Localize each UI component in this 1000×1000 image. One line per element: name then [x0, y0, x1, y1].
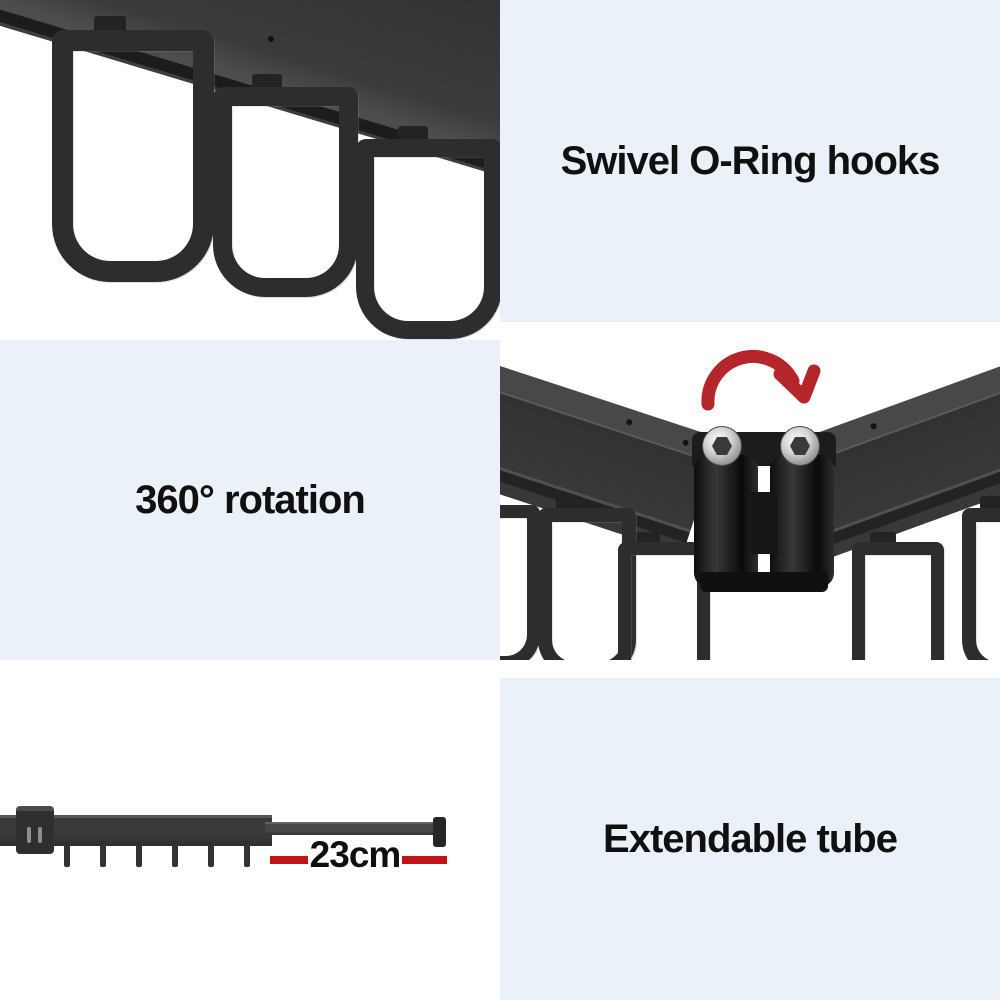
hinge-cylinder-right: [770, 455, 834, 587]
oring-hook: [852, 542, 944, 660]
hinge-base: [700, 572, 828, 592]
rail-screw-hole: [625, 418, 634, 426]
hook-clip: [398, 126, 428, 142]
hex-screw: [702, 426, 742, 466]
hinge-bridge: [750, 492, 778, 554]
feature-label-rotation: 360° rotation: [135, 477, 366, 522]
tube-end-cap: [433, 817, 446, 847]
hook-clip: [556, 496, 582, 510]
rail-screw-hole: [681, 438, 690, 447]
clamp-pin: [38, 827, 42, 843]
mount-clamp: [16, 806, 54, 854]
hex-screw: [780, 426, 820, 466]
oring-hook: [962, 508, 1000, 660]
rail-screw-hole: [869, 422, 878, 431]
hook-clip: [94, 16, 126, 34]
hinge-cylinder-left: [694, 455, 758, 587]
hook-clip: [980, 496, 1000, 510]
oring-hook: [500, 505, 540, 660]
measure-dash-right: [402, 856, 447, 864]
feature-label-extendable: Extendable tube: [603, 816, 898, 861]
feature-panel-extendable: Extendable tube: [500, 678, 1000, 1000]
swivel-hinge-photo: [500, 340, 1000, 660]
oring-hooks-photo: [0, 0, 500, 340]
rotation-arrow-icon: [701, 349, 821, 411]
measurement-label: 23cm: [309, 834, 402, 875]
feature-label-swivel: Swivel O-Ring hooks: [560, 138, 941, 183]
hanger-peg: [64, 845, 70, 867]
oring-hook: [52, 30, 214, 282]
extendable-tube-photo: 23cm: [0, 660, 500, 1000]
feature-panel-rotation: 360° rotation: [0, 340, 500, 660]
measure-dash-left: [270, 856, 308, 864]
hex-socket: [712, 437, 732, 455]
hex-socket: [790, 437, 810, 455]
oring-hook: [213, 87, 358, 297]
hanger-peg: [244, 845, 250, 867]
extension-tube: [265, 822, 437, 835]
hanger-peg: [208, 845, 214, 867]
rail-screw-hole: [268, 36, 274, 42]
feature-panel-swivel: Swivel O-Ring hooks: [500, 0, 1000, 322]
hanger-peg: [100, 845, 106, 867]
hanger-peg: [172, 845, 178, 867]
oring-hook: [356, 139, 500, 339]
hanger-peg: [136, 845, 142, 867]
hook-clip: [252, 74, 282, 90]
clamp-pin: [27, 827, 31, 843]
